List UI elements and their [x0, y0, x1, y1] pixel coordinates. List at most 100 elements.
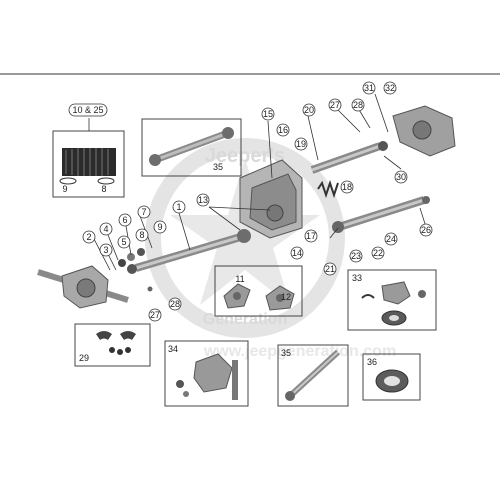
- callout-10-25[interactable]: 10 & 25: [68, 103, 108, 117]
- callout-26[interactable]: 26: [419, 223, 433, 237]
- rear-shaft-lower-part: [332, 196, 430, 233]
- spring-part: [317, 179, 339, 199]
- callout-36-label: 36: [367, 357, 377, 367]
- callout-18-label: 18: [342, 182, 352, 192]
- callout-34-label: 34: [168, 344, 178, 354]
- front-driveshaft-part: [127, 229, 251, 274]
- watermark-brand-bottom: Generation: [203, 311, 287, 328]
- callout-32-label: 32: [385, 83, 395, 93]
- callout-27-bottom-label: 27: [150, 310, 160, 320]
- callout-19[interactable]: 19: [294, 137, 308, 151]
- callout-15[interactable]: 15: [261, 107, 275, 121]
- callout-23[interactable]: 23: [349, 249, 363, 263]
- callout-5-label: 5: [121, 237, 126, 247]
- callout-21-label: 21: [325, 264, 335, 274]
- callout-33-label: 33: [352, 273, 362, 283]
- front-axle-part: [37, 265, 129, 309]
- callout-10-25-label: 10 & 25: [72, 105, 103, 115]
- callout-9-label: 9: [157, 222, 162, 232]
- watermark-brand-top: Jeeper's: [205, 145, 285, 167]
- callout-27-bottom[interactable]: 27: [148, 308, 162, 322]
- callout-16-label: 16: [278, 125, 288, 135]
- seal-box: [362, 353, 421, 401]
- transfer-case-part: [239, 159, 303, 239]
- boot-kit-box: [52, 130, 125, 198]
- callout-14-label: 14: [292, 248, 302, 258]
- callout-30-label: 30: [396, 172, 406, 182]
- ujoint-parts: [223, 283, 295, 311]
- callout-17[interactable]: 17: [304, 229, 318, 243]
- callout-5[interactable]: 5: [117, 235, 131, 249]
- callout-4[interactable]: 4: [99, 222, 113, 236]
- callout-1-label: 1: [176, 202, 181, 212]
- callout-12-label: 12: [281, 292, 291, 302]
- callout-6[interactable]: 6: [118, 213, 132, 227]
- callout-24-label: 24: [386, 234, 396, 244]
- callout-28-bottom-label: 28: [170, 299, 180, 309]
- callout-11-label: 11: [235, 274, 244, 284]
- callout-22-label: 22: [373, 248, 383, 258]
- callout-1[interactable]: 1: [172, 200, 186, 214]
- callout-7-label: 7: [141, 207, 146, 217]
- driveshaft-box-top: [141, 118, 242, 177]
- spring-hardware-parts: [96, 331, 136, 355]
- callout-6-label: 6: [122, 215, 127, 225]
- callout-9[interactable]: 9: [153, 220, 167, 234]
- callout-28-bottom[interactable]: 28: [168, 297, 182, 311]
- boot-part: [59, 148, 116, 185]
- differential-kit-parts: [176, 353, 238, 400]
- callout-28-top-label: 28: [353, 100, 363, 110]
- callout-3-label: 3: [103, 245, 108, 255]
- yoke-kit-box: [347, 269, 437, 331]
- driveshaft-box-bottom: [277, 344, 349, 407]
- callout-16[interactable]: 16: [276, 123, 290, 137]
- callout-23-label: 23: [351, 251, 361, 261]
- callout-8[interactable]: 8: [135, 228, 149, 242]
- callout-28-top[interactable]: 28: [351, 98, 365, 112]
- circled-callouts: 1 2 3 4 5 6 7 8 9 13 14 15 16 17 18 19 2…: [82, 81, 433, 322]
- callout-19-label: 19: [296, 139, 306, 149]
- callout-32[interactable]: 32: [383, 81, 397, 95]
- callout-30[interactable]: 30: [394, 170, 408, 184]
- driveshaft-part-top: [149, 127, 234, 166]
- pinion-yoke-part: [392, 105, 456, 157]
- callout-27-top-label: 27: [330, 100, 340, 110]
- callout-2[interactable]: 2: [82, 230, 96, 244]
- callout-17-label: 17: [306, 231, 316, 241]
- callout-8-label: 8: [139, 230, 144, 240]
- callout-7[interactable]: 7: [137, 205, 151, 219]
- callout-22[interactable]: 22: [371, 246, 385, 260]
- callout-20-label: 20: [304, 105, 314, 115]
- callout-14[interactable]: 14: [290, 246, 304, 260]
- callout-2-label: 2: [86, 232, 91, 242]
- callout-boot-8-label: 8: [101, 184, 106, 194]
- seal-part: [375, 369, 409, 393]
- callout-29-label: 29: [79, 353, 89, 363]
- callout-27-top[interactable]: 27: [328, 98, 342, 112]
- callout-3[interactable]: 3: [99, 243, 113, 257]
- callout-15-label: 15: [263, 109, 273, 119]
- small-parts-group: [118, 248, 153, 292]
- callout-21[interactable]: 21: [323, 262, 337, 276]
- callout-31-label: 31: [364, 83, 374, 93]
- ujoint-box: [214, 265, 303, 317]
- callout-26-label: 26: [421, 225, 431, 235]
- yoke-kit-parts: [361, 281, 426, 326]
- spring-hardware-box: [74, 323, 151, 367]
- callout-labels: 10 & 25 9 8 35 12 11 33 29 34 35 36: [62, 103, 377, 367]
- callout-35-top-label: 35: [213, 162, 223, 172]
- callout-31[interactable]: 31: [362, 81, 376, 95]
- callout-13-label: 13: [198, 195, 208, 205]
- callout-20[interactable]: 20: [302, 103, 316, 117]
- callout-35-bottom-label: 35: [281, 348, 291, 358]
- rear-driveshaft-part: [310, 141, 388, 174]
- callout-boot-9-label: 9: [62, 184, 67, 194]
- callout-24[interactable]: 24: [384, 232, 398, 246]
- differential-kit-box: [164, 340, 249, 407]
- callout-13[interactable]: 13: [196, 193, 210, 207]
- callout-4-label: 4: [103, 224, 108, 234]
- callout-18[interactable]: 18: [340, 180, 354, 194]
- driveshaft-part-bottom: [285, 349, 341, 401]
